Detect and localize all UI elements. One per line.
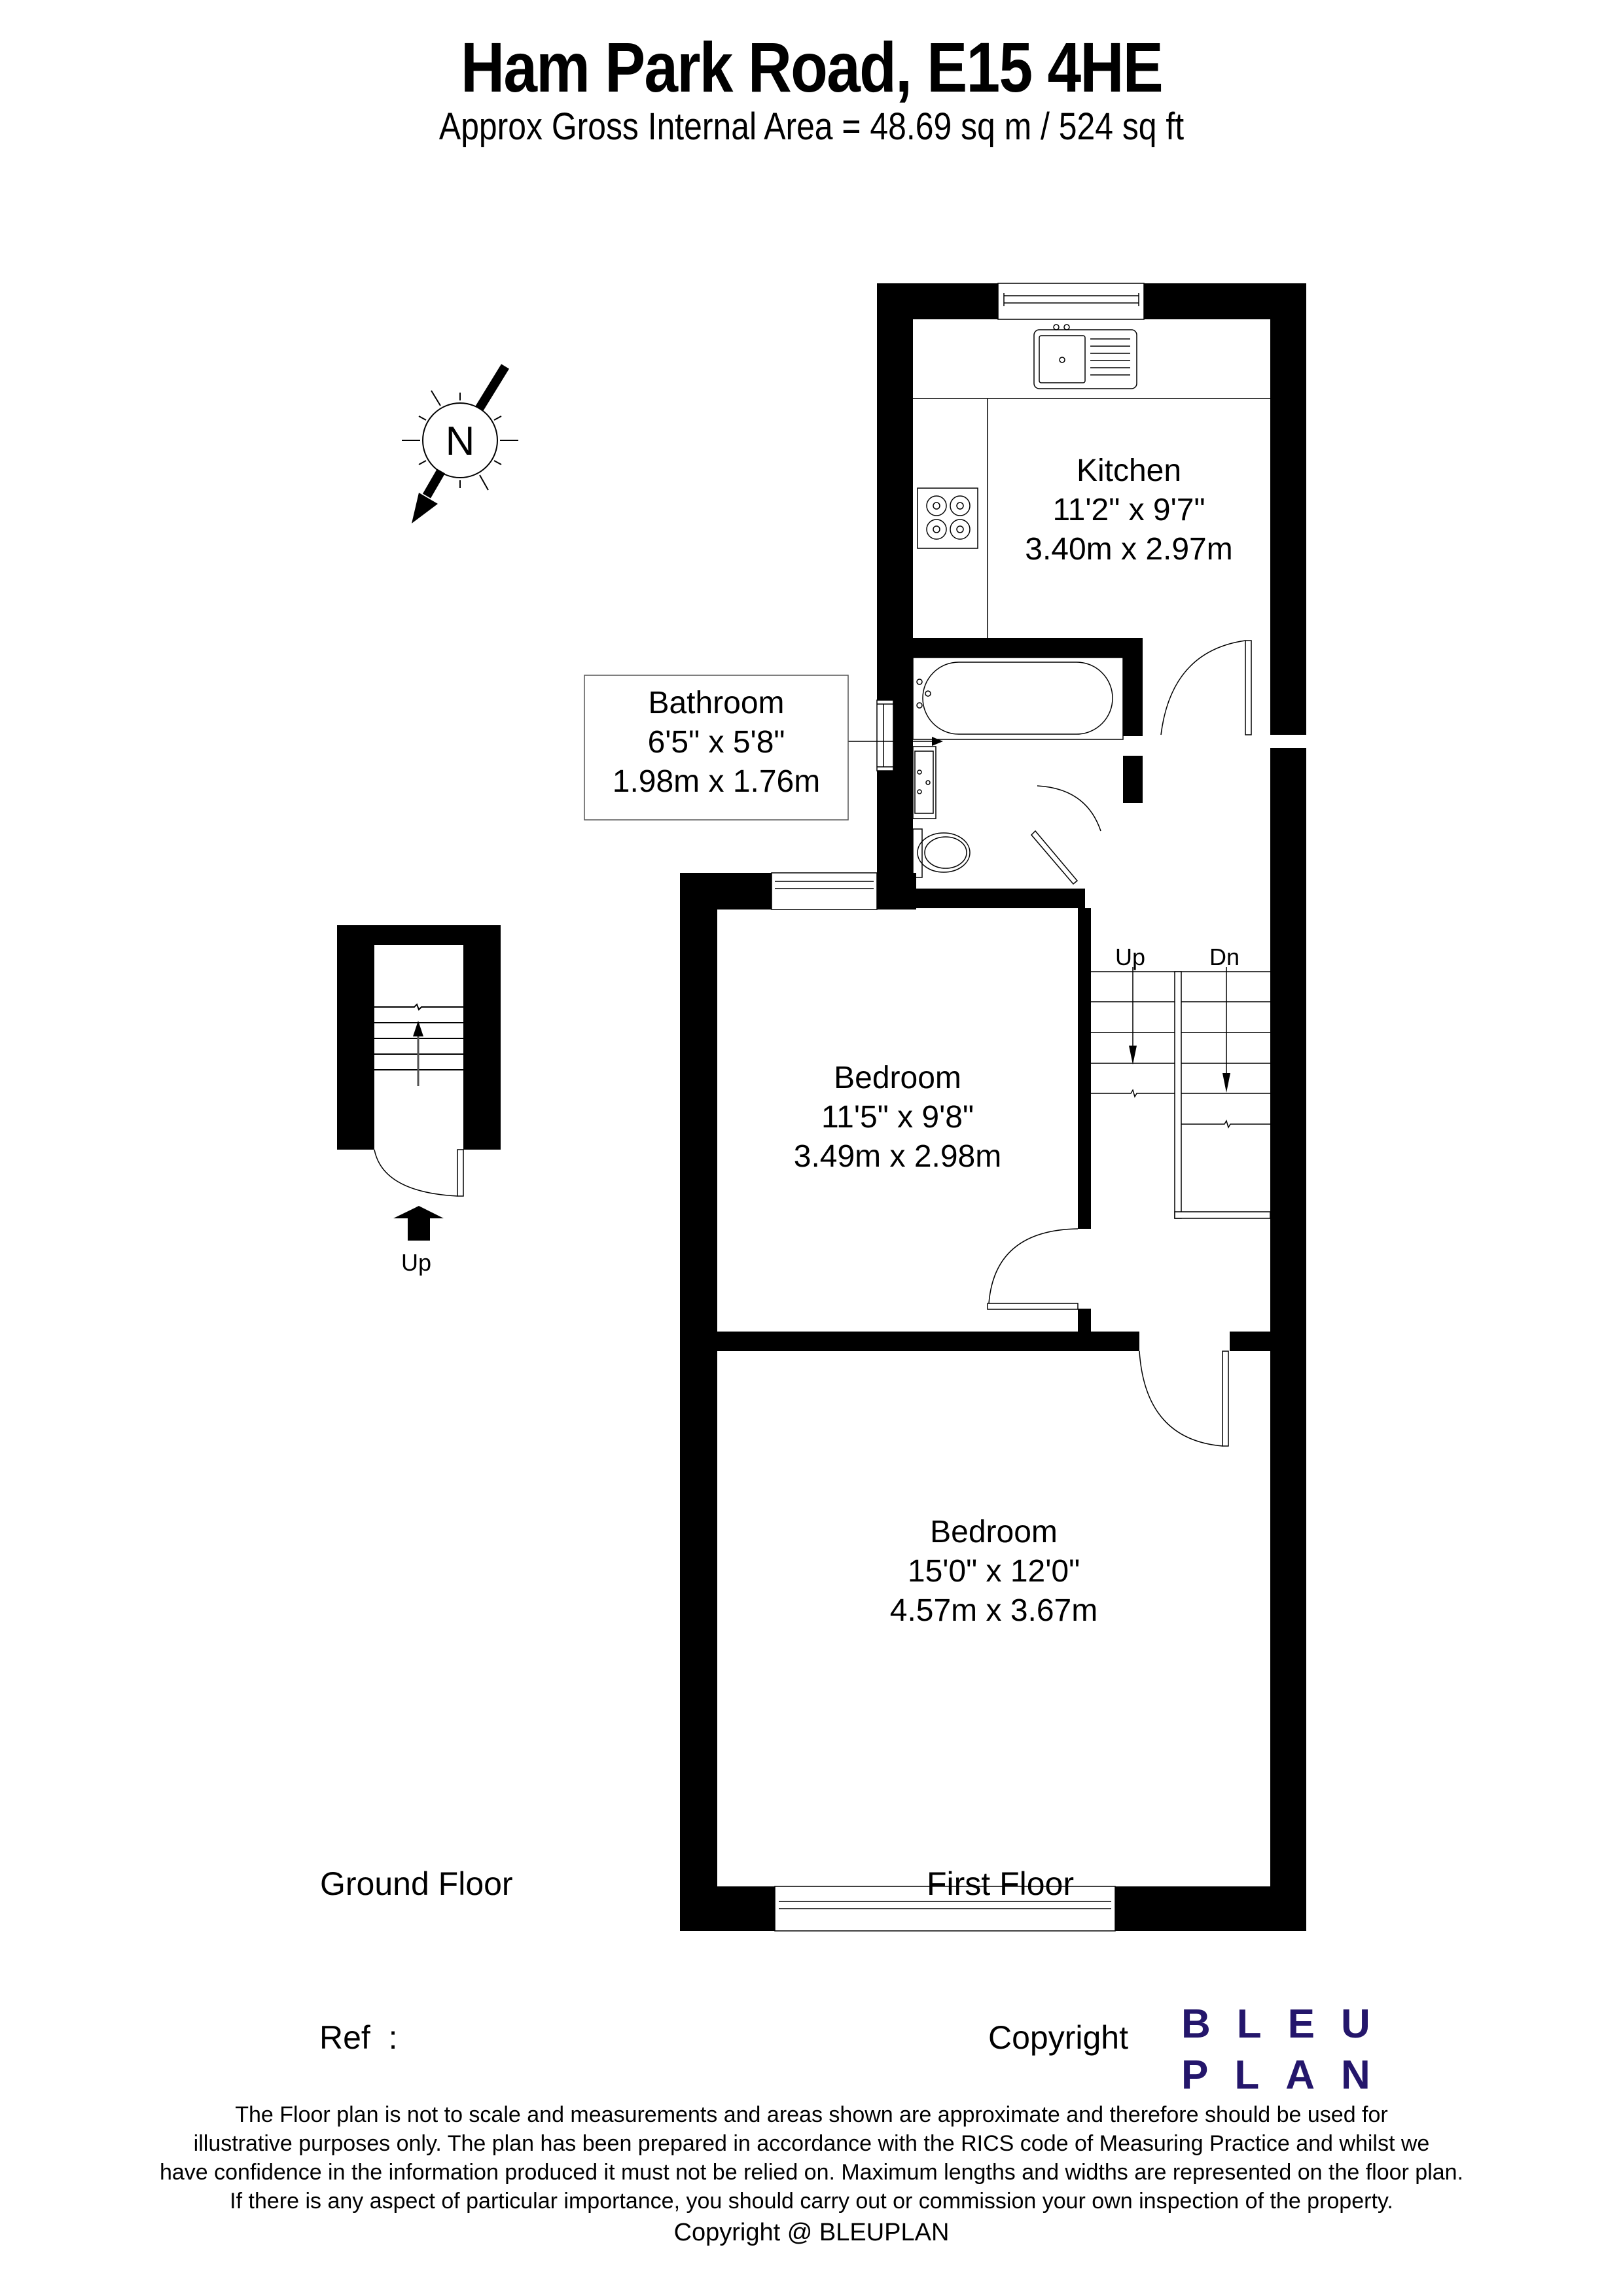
ground-floor-plan: [337, 925, 501, 1241]
room-metric: 3.40m x 2.97m: [1025, 532, 1233, 567]
toilet-icon: [912, 828, 923, 878]
room-imperial: 11'5" x 9'8": [821, 1100, 974, 1135]
floor-label-ground: Ground Floor: [320, 1865, 513, 1902]
first-floor-stairs: [1091, 967, 1271, 1219]
hob-icon: [917, 487, 978, 549]
stair-up-arrow-icon: [1129, 1046, 1137, 1065]
room-label-kitchen: Kitchen 11'2" x 9'7" 3.40m x 2.97m: [988, 451, 1270, 569]
first-stair-up-label: Up: [1115, 944, 1146, 970]
room-metric: 3.49m x 2.98m: [793, 1139, 1002, 1174]
disclaimer-line: The Floor plan is not to scale and measu…: [235, 2102, 1388, 2127]
logo-line-1: BLEU: [1181, 2002, 1397, 2047]
disclaimer: The Floor plan is not to scale and measu…: [0, 2100, 1623, 2247]
logo-line-2: PLAN: [1181, 2053, 1397, 2098]
room-imperial: 6'5" x 5'8": [647, 725, 785, 760]
floor-label-first: First Floor: [927, 1865, 1074, 1902]
room-metric: 1.98m x 1.76m: [612, 764, 821, 799]
room-label-bathroom: Bathroom 6'5" x 5'8" 1.98m x 1.76m: [584, 684, 848, 802]
room-name: Bedroom: [930, 1515, 1058, 1549]
room-metric: 4.57m x 3.67m: [889, 1593, 1098, 1628]
copyright-line: Copyright @ BLEUPLAN: [673, 2219, 950, 2246]
first-stair-down-label: Dn: [1209, 944, 1240, 970]
first-floor-fixtures: [584, 283, 1271, 1932]
room-label-bedroom-1: Bedroom 11'5" x 9'8" 3.49m x 2.98m: [717, 1059, 1078, 1176]
room-imperial: 11'2" x 9'7": [1052, 493, 1205, 527]
kitchen-sink-icon: [1033, 329, 1137, 389]
stair-down-arrow-icon: [1222, 1073, 1230, 1093]
basin-icon: [912, 746, 936, 819]
reference-label: Ref :: [319, 2019, 398, 2056]
room-name: Kitchen: [1076, 453, 1182, 488]
room-label-bedroom-2: Bedroom 15'0" x 12'0" 4.57m x 3.67m: [717, 1513, 1270, 1631]
ground-stair-up-label: Up: [401, 1249, 431, 1276]
bathtub-icon: [922, 662, 1113, 735]
room-imperial: 15'0" x 12'0": [907, 1554, 1080, 1589]
bleuplan-logo: BLEU PLAN: [1181, 1999, 1397, 2101]
entrance-arrow-icon: [393, 1206, 444, 1241]
disclaimer-line: have confidence in the information produ…: [159, 2160, 1464, 2185]
copyright-label: Copyright: [988, 2019, 1128, 2056]
north-arrow-compass-icon: [402, 364, 518, 523]
room-name: Bedroom: [834, 1061, 961, 1095]
disclaimer-line: If there is any aspect of particular imp…: [230, 2189, 1393, 2214]
gross-area-subtitle: Approx Gross Internal Area = 48.69 sq m …: [438, 105, 1185, 148]
first-floor-plan: [680, 283, 1306, 1931]
compass-n-label: N: [446, 419, 475, 464]
room-name: Bathroom: [648, 686, 785, 720]
disclaimer-line: illustrative purposes only. The plan has…: [193, 2131, 1430, 2156]
page-title: Ham Park Road, E15 4HE: [460, 27, 1164, 107]
